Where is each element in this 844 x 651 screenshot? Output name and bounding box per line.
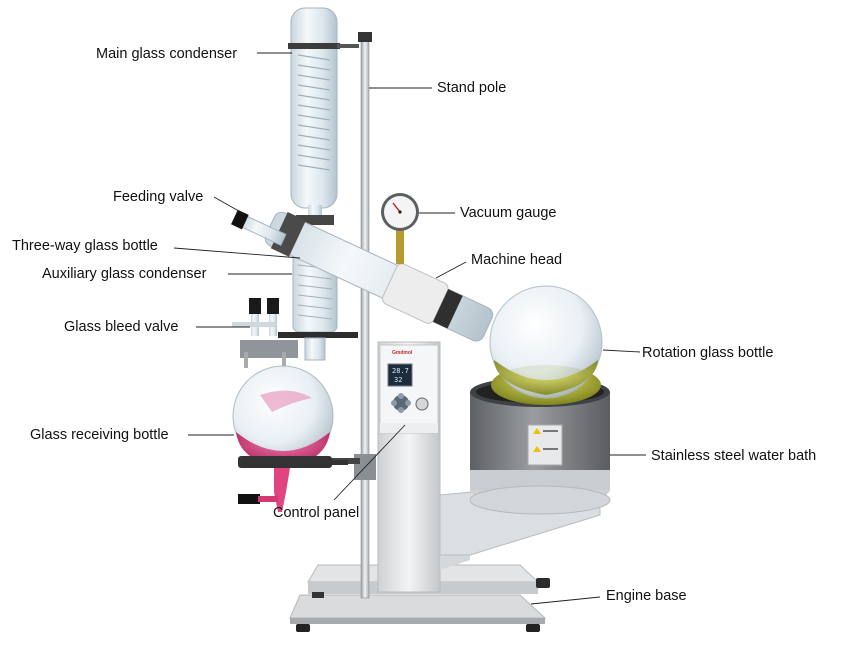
label-vacuum-gauge: Vacuum gauge [460, 205, 557, 221]
brand-logo-text: Gmdmol [392, 350, 413, 356]
main-condenser-graphic [288, 7, 359, 225]
display-line-2: 32 [394, 376, 403, 384]
leader-feeding-valve [213, 196, 245, 215]
label-engine-base: Engine base [606, 588, 687, 604]
leader-three-way-bottle [173, 247, 301, 259]
label-three-way-bottle: Three-way glass bottle [12, 238, 158, 254]
receiving-flask-graphic [232, 365, 348, 512]
label-main-condenser: Main glass condenser [96, 46, 238, 62]
rotation-flask-graphic [489, 285, 603, 405]
leader-machine-head [435, 261, 467, 279]
leader-engine-base [530, 596, 601, 605]
label-bleed-valve: Glass bleed valve [64, 319, 179, 335]
control-panel-graphic [379, 344, 439, 434]
label-control-panel: Control panel [273, 505, 360, 521]
label-stand-pole: Stand pole [437, 80, 507, 96]
vacuum-gauge-graphic [381, 193, 419, 264]
label-feeding-valve: Feeding valve [113, 189, 204, 205]
machine-head-graphic [264, 211, 494, 342]
leader-control-panel [333, 424, 406, 501]
label-water-bath: Stainless steel water bath [651, 448, 817, 464]
feeding-valve-graphic [231, 209, 287, 246]
label-aux-condenser: Auxiliary glass condenser [42, 266, 207, 282]
label-machine-head: Machine head [471, 252, 563, 268]
leader-rotation-bottle [602, 349, 641, 353]
bleed-valve-graphic [232, 298, 298, 368]
label-rotation-bottle: Rotation glass bottle [642, 345, 774, 361]
display-line-1: 28.7 [392, 367, 409, 375]
leader-lines [173, 52, 646, 605]
label-receiving-bottle: Glass receiving bottle [30, 427, 169, 443]
